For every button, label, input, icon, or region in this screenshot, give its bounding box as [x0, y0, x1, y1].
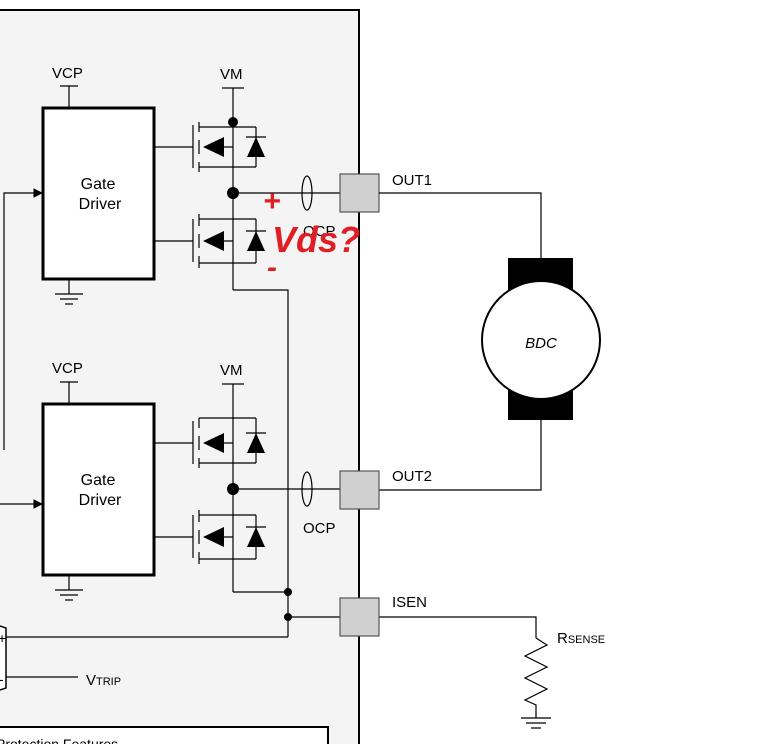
gate-driver-label-lower-1: Gate: [81, 472, 116, 489]
isen-label: ISEN: [392, 594, 427, 611]
ground-symbol: [55, 279, 83, 305]
protection-features-label: Protection Features: [0, 736, 118, 744]
vds-minus-sign: -: [267, 251, 277, 284]
ocp-label-lower: OCP: [303, 520, 336, 537]
comparator: + -: [0, 625, 7, 691]
current-sense: [6, 588, 551, 729]
vcp-label-upper: VCP: [52, 65, 83, 82]
vm-label-upper: VM: [220, 66, 243, 83]
vds-question-label: Vds?: [272, 219, 360, 260]
isen-pin: [339, 597, 380, 637]
vm-label-lower: VM: [220, 362, 243, 379]
gate-driver-label-upper-1: Gate: [81, 176, 116, 193]
gate-driver-label-lower-2: Driver: [79, 492, 122, 509]
high-side-mosfet-lower: [154, 417, 266, 489]
vds-annotation: + Vds? -: [263, 185, 360, 284]
out1-pin: [339, 173, 380, 213]
bdc-motor: BDC: [379, 258, 601, 491]
high-side-mosfet-upper: [154, 122, 266, 193]
motor-label: BDC: [525, 335, 557, 352]
comparator-plus: +: [0, 630, 6, 646]
comparator-minus: -: [0, 671, 4, 687]
out2-pin: [339, 470, 380, 510]
gate-driver-label-upper-2: Driver: [79, 196, 122, 213]
low-side-mosfet-upper: [154, 193, 289, 592]
protection-features-box: [0, 726, 329, 744]
out2-label: OUT2: [392, 468, 432, 485]
rsense-label: RSENSE: [557, 630, 605, 647]
out1-label: OUT1: [392, 172, 432, 189]
upper-half-bridge: VCP Gate Driver VM: [3, 65, 542, 592]
gate-driver-upper: [41, 106, 156, 281]
vds-plus-sign: +: [263, 185, 281, 218]
ground-symbol: [55, 575, 83, 601]
vtrip-label: VTRIP: [86, 672, 121, 689]
vcp-label-lower: VCP: [52, 360, 83, 377]
low-side-mosfet-lower: [154, 489, 288, 593]
gate-driver-lower: [41, 402, 156, 577]
ocp-label-upper: OCP: [303, 223, 336, 240]
lower-half-bridge: VCP Gate Driver VM: [0, 360, 432, 601]
